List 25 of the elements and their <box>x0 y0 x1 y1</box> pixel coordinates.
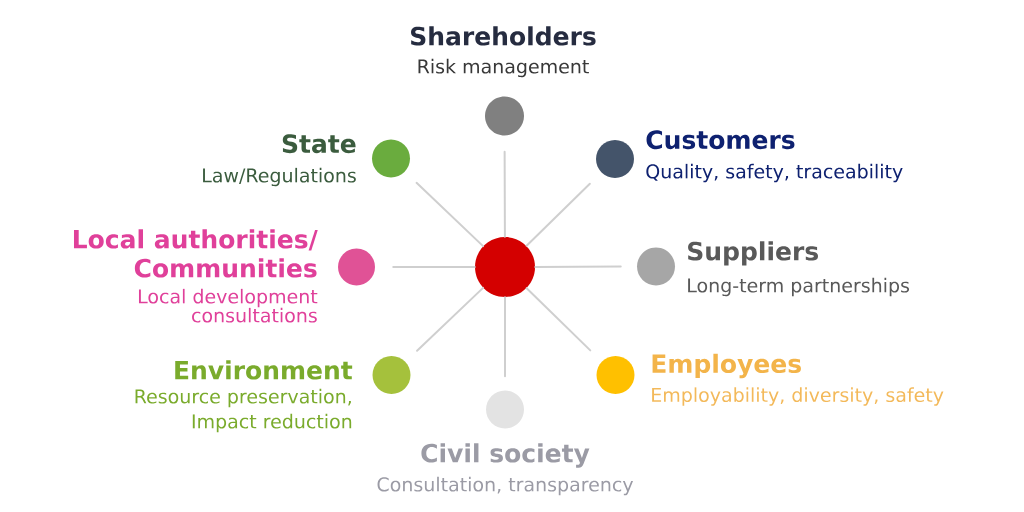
description: Employability, diversity, safety <box>652 387 944 406</box>
heading: State <box>282 134 356 154</box>
heading: Civil society <box>421 443 590 468</box>
connector-line <box>504 296 506 378</box>
hub-circle <box>475 237 535 297</box>
description: Resource preservation, Impact reduction <box>135 388 352 433</box>
description: Risk management <box>418 58 589 78</box>
description: Local development consultations <box>139 288 318 323</box>
connector-line <box>525 182 591 247</box>
heading: Shareholders <box>411 26 596 46</box>
heading: Local authorities/ Communities <box>74 229 318 278</box>
heading: Environment <box>175 360 353 380</box>
connector-line <box>416 286 485 352</box>
heading: Customers <box>646 130 795 150</box>
connector-line <box>415 181 485 248</box>
description: Long-term partnerships <box>688 277 910 297</box>
description: Law/Regulations <box>203 167 356 187</box>
connector-line <box>534 265 622 268</box>
description: Consultation, transparency <box>377 476 634 496</box>
heading: Employees <box>652 353 801 379</box>
connector-line <box>503 150 506 238</box>
heading: Suppliers <box>688 241 818 266</box>
description: Quality, safety, traceability <box>646 163 903 183</box>
connector-line <box>525 287 592 352</box>
connector-line <box>392 266 476 268</box>
